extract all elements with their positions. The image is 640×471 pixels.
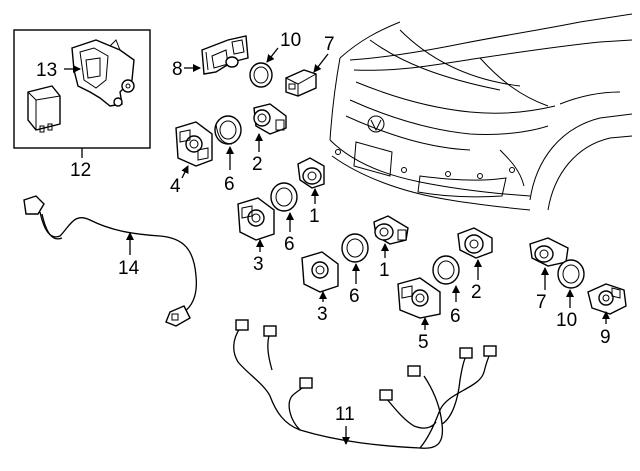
callout-11: 11 (335, 404, 355, 425)
sensor-bracket-5 (397, 277, 441, 319)
sensor-bracket-8 (201, 35, 249, 75)
control-module-inset: 13 (13, 29, 151, 149)
callout-1-b: 1 (379, 260, 390, 281)
sensor-1-b (373, 215, 409, 245)
callout-6-b: 6 (284, 234, 295, 255)
harness-connector (459, 347, 473, 359)
sensor-1-a (297, 157, 325, 189)
harness-connector (379, 389, 393, 401)
callout-14: 14 (118, 258, 140, 279)
harness-connector (407, 365, 421, 377)
sensor-bracket-3-b (301, 251, 339, 293)
sensor-ring-10-b (557, 259, 585, 289)
callout-6-d: 6 (450, 306, 461, 327)
sensor-7-top (285, 69, 317, 97)
callout-3-b: 3 (317, 304, 328, 325)
sensor-ring-6-d (432, 255, 460, 285)
callout-2-b: 2 (471, 282, 482, 303)
sensor-ring-6-b (270, 182, 298, 212)
module-bracket (71, 39, 135, 107)
callout-6-c: 6 (349, 286, 360, 307)
wiring-pigtail-14 (23, 195, 198, 327)
callout-2-a: 2 (252, 154, 263, 175)
bumper-wiring-harness-11 (233, 319, 497, 449)
sensor-ring-6-c (341, 233, 369, 263)
callout-6-a: 6 (224, 174, 235, 195)
harness-connector (483, 345, 497, 357)
vehicle-front-outline (329, 13, 633, 211)
sensor-2-b (457, 227, 493, 259)
callout-10-top: 10 (280, 30, 301, 51)
callout-9: 9 (600, 327, 611, 348)
callout-8: 8 (172, 59, 183, 80)
sensor-ring-10-top (249, 62, 273, 88)
sensor-ring-6-a (214, 115, 242, 145)
parking-aid-control-module (27, 85, 61, 133)
callout-3-a: 3 (253, 254, 264, 275)
callout-7-top: 7 (324, 34, 335, 55)
sensor-bracket-4 (175, 121, 213, 167)
harness-connector (235, 319, 249, 331)
callout-10-b: 10 (556, 310, 577, 331)
callout-1-a: 1 (309, 206, 320, 227)
callout-5: 5 (418, 332, 429, 353)
callout-4: 4 (170, 176, 181, 197)
callout-7-b: 7 (536, 292, 547, 313)
sensor-bracket-9 (587, 283, 627, 315)
harness-connector (263, 325, 277, 337)
harness-connector (299, 377, 313, 389)
sensor-7-b (529, 237, 569, 267)
callout-13: 13 (36, 60, 57, 81)
sensor-bracket-3-a (237, 197, 275, 241)
sensor-2-a (253, 103, 287, 135)
callout-12: 12 (70, 160, 91, 181)
